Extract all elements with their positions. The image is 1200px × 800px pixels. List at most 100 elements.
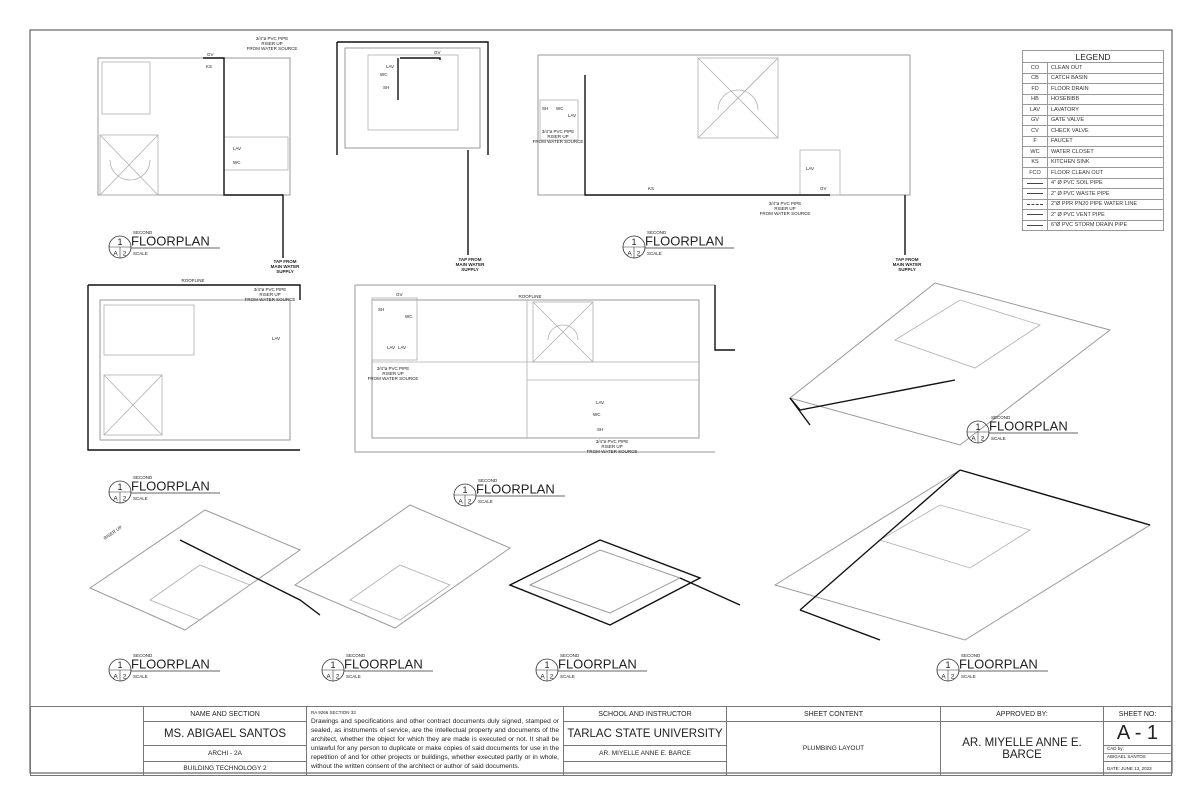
plan-number: 1 <box>544 660 549 670</box>
plan-sheet: A <box>971 436 976 443</box>
roofline-label: ROOFLINE <box>518 294 541 299</box>
plan-number: 1 <box>462 485 467 495</box>
sheet-number: A - 1 <box>1103 721 1172 746</box>
plan-scale: SCALE <box>133 674 148 679</box>
legend-code: CO <box>1022 62 1048 74</box>
legend-code: LAV <box>1022 104 1048 116</box>
plan-scale: SCALE <box>961 674 976 679</box>
plan-scale: SCALE <box>133 496 148 501</box>
plan-scale: SCALE <box>560 674 575 679</box>
legend-title: LEGEND <box>1022 50 1164 63</box>
pipe-note: FROM WATER SOURCE <box>587 449 638 454</box>
lavatory-label: LAV <box>233 146 241 151</box>
plan-title: 1 A 2 SECOND FLOORPLAN SCALE <box>453 478 565 507</box>
shower-label: SH <box>542 106 548 111</box>
plan-scale: SCALE <box>991 436 1006 441</box>
pipe-note: RISER UP <box>774 206 795 211</box>
plan-number: 1 <box>631 237 636 247</box>
legend-code: KS <box>1022 156 1048 168</box>
section: ARCHI - 2A <box>143 745 307 762</box>
plan-name: FLOORPLAN <box>989 419 1068 434</box>
legend-label: KITCHEN SINK <box>1047 156 1164 168</box>
plan-scale: SCALE <box>133 251 148 256</box>
legend-label: GATE VALVE <box>1047 114 1164 126</box>
plan-sheet-number: 2 <box>123 251 127 258</box>
line-type-icon <box>1022 177 1048 189</box>
tap-note: TAP FROM <box>273 259 296 264</box>
line-type-icon <box>1022 188 1048 200</box>
gate-valve-label: GV <box>207 52 214 57</box>
sheet-content: PLUMBING LAYOUT <box>726 721 941 776</box>
plan-sheet-number: 2 <box>123 674 127 681</box>
pipe-note: FROM WATER SOURCE <box>245 297 296 302</box>
name-header: NAME AND SECTION <box>143 706 307 722</box>
plan-number: 1 <box>117 482 122 492</box>
isometric-3 <box>293 504 512 629</box>
plan-subtitle: SECOND <box>478 478 498 483</box>
lavatory-label: LAV <box>568 113 576 118</box>
plan-name: FLOORPLAN <box>344 657 423 672</box>
title-block: NAME AND SECTION RA 9266 SECTION 33 Draw… <box>30 706 1172 776</box>
plan-sheet: A <box>113 496 118 503</box>
legend-label: 2" Ø PVC VENT PIPE <box>1047 209 1164 221</box>
school-name: TARLAC STATE UNIVERSITY <box>563 721 727 746</box>
instructor: AR. MIYELLE ANNE E. BARCE <box>563 745 727 762</box>
plan-number: 1 <box>117 660 122 670</box>
plan-number: 1 <box>117 237 122 247</box>
water-closet-label: WC <box>405 314 413 319</box>
kitchen-sink-label: KS <box>648 186 654 191</box>
copyright-note: RA 9266 SECTION 33 Drawings and specific… <box>306 706 564 776</box>
floorplan-5: ROOFLINE GV SH WC LAV LAV 3/4"ø PVC PIPE… <box>354 284 735 454</box>
plan-sheet-number: 2 <box>336 674 340 681</box>
plan-sheet: A <box>326 674 331 681</box>
plan-title: 1 A 2 SECOND FLOORPLAN SCALE <box>108 230 220 259</box>
lavatory-label: LAV <box>387 345 395 350</box>
plan-sheet-number: 2 <box>981 436 985 443</box>
plan-sheet-number: 2 <box>637 251 641 258</box>
tap-note: SUPPLY <box>276 269 294 274</box>
cad-label: CAD by: <box>1104 746 1171 754</box>
legend-label: 2"Ø PPR PN20 PIPE WATER LINE <box>1047 198 1164 210</box>
plan-title: 1 A 2 SECOND FLOORPLAN SCALE <box>108 475 220 504</box>
plan-name: FLOORPLAN <box>959 657 1038 672</box>
plan-title: 1 A 2 SECOND FLOORPLAN SCALE <box>321 653 433 682</box>
tap-note: SUPPLY <box>461 267 479 272</box>
cad-info: CAD by: ABIGAEL SANTOS <box>1103 745 1172 762</box>
school-header: SCHOOL AND INSTRUCTOR <box>563 706 727 722</box>
plan-number: 1 <box>975 422 980 432</box>
plan-subtitle: SECOND <box>133 230 153 235</box>
empty-cell <box>563 761 727 776</box>
lavatory-label: LAV <box>398 345 406 350</box>
floorplan-4: ROOFLINE 3/4"ø PVC PIPE RISER UP FROM WA… <box>87 278 301 451</box>
floorplan-2: LAV WC SH GV TAP FROM MAIN WATER SUPPLY <box>336 41 489 272</box>
gate-valve-label: GV <box>820 186 827 191</box>
plan-title: 1 A 2 SECOND FLOORPLAN SCALE <box>622 230 734 259</box>
plan-subtitle: SECOND <box>346 653 366 658</box>
tap-note: TAP FROM <box>895 257 918 262</box>
legend-row: 2" Ø PVC VENT PIPE <box>1022 209 1164 221</box>
approved-header: APPROVED BY: <box>940 706 1104 722</box>
plan-title: 1 A 2 SECOND FLOORPLAN SCALE <box>966 415 1078 444</box>
plan-name: FLOORPLAN <box>558 657 637 672</box>
legend-row: 6"Ø PVC STORM DRAIN PIPE <box>1022 219 1164 231</box>
isometric-1 <box>788 282 1112 446</box>
legend-code: WC <box>1022 146 1048 158</box>
legend-code: CV <box>1022 125 1048 137</box>
plan-subtitle: SECOND <box>647 230 667 235</box>
legend-code: F <box>1022 135 1048 147</box>
water-closet-label: WC <box>556 106 564 111</box>
plan-sheet-number: 2 <box>123 496 127 503</box>
pipe-note: 3/4"ø PVC PIPE <box>377 366 410 371</box>
pipe-note: FROM WATER SOURCE <box>368 376 419 381</box>
plan-sheet-number: 2 <box>951 674 955 681</box>
plan-labels: 1 A 2 SECOND FLOORPLAN SCALE 1 A 2 SECON… <box>108 230 1078 682</box>
pipe-note: 3/4"ø PVC PIPE <box>542 129 575 134</box>
line-type-icon <box>1022 198 1048 210</box>
pipe-note: 3/4"ø PVC PIPE <box>596 439 629 444</box>
legend-label: CHECK VALVE <box>1047 125 1164 137</box>
legend-label: CATCH BASIN <box>1047 72 1164 84</box>
pipe-note: RISER UP <box>103 525 123 541</box>
